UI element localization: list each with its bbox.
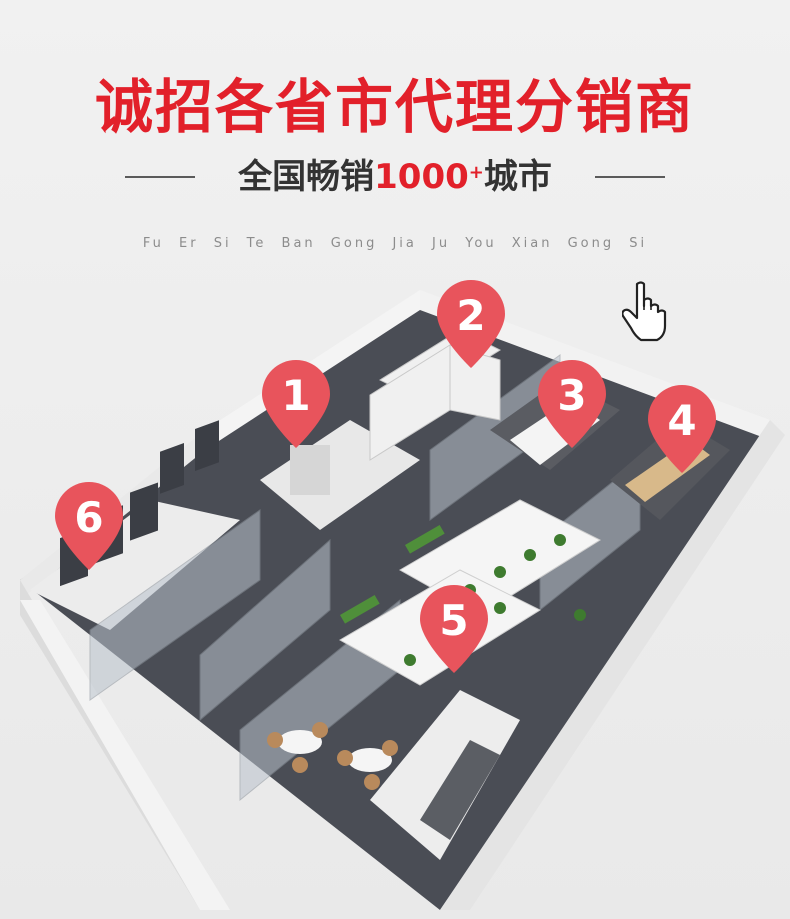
pin-5-label: 5 [439, 596, 468, 645]
map-pin-icon [262, 360, 330, 448]
pin-1: 1 [262, 360, 330, 448]
divider-left [125, 176, 195, 178]
bottom-room [370, 690, 520, 860]
pin-3: 3 [538, 360, 606, 448]
outer-wall-right [440, 420, 785, 910]
pin-2-label: 2 [456, 291, 485, 340]
pointing-hand-icon [622, 281, 667, 342]
city-count-plus: + [468, 162, 484, 183]
subheadline: 全国畅销1000+城市 [0, 152, 790, 202]
pin-5: 5 [420, 585, 488, 673]
pin-2: 2 [437, 280, 505, 368]
pin-6-label: 6 [74, 493, 103, 542]
subheadline-prefix: 全国畅销 [238, 157, 375, 197]
office-floorplan: 1 2 3 4 5 6 [20, 280, 785, 910]
map-pin-icon [420, 585, 488, 673]
room-6 [30, 500, 240, 630]
pin-4-label: 4 [667, 396, 696, 445]
pin-6: 6 [55, 482, 123, 570]
subheadline-suffix: 城市 [483, 157, 552, 197]
map-pins: 1 2 3 4 5 6 [55, 280, 716, 673]
pin-3-label: 3 [557, 371, 586, 420]
plants [339, 525, 445, 624]
company-pinyin: Fu Er Si Te Ban Gong Jia Ju You Xian Gon… [142, 236, 648, 251]
outer-wall-front [20, 600, 230, 910]
pin-4: 4 [648, 385, 716, 473]
subheadline-text: 全国畅销1000+城市 [215, 152, 575, 202]
lounge-tables [267, 722, 398, 790]
city-count: 1000 [374, 157, 469, 197]
divider-right [595, 176, 665, 178]
storage-shelves [369, 329, 502, 461]
headline: 诚招各省市代理分销商 [94, 73, 695, 141]
map-pin-icon [648, 385, 716, 473]
pin-1-label: 1 [281, 371, 310, 420]
map-pin-icon [437, 280, 505, 368]
map-pin-icon [55, 482, 123, 570]
map-pin-icon [538, 360, 606, 448]
